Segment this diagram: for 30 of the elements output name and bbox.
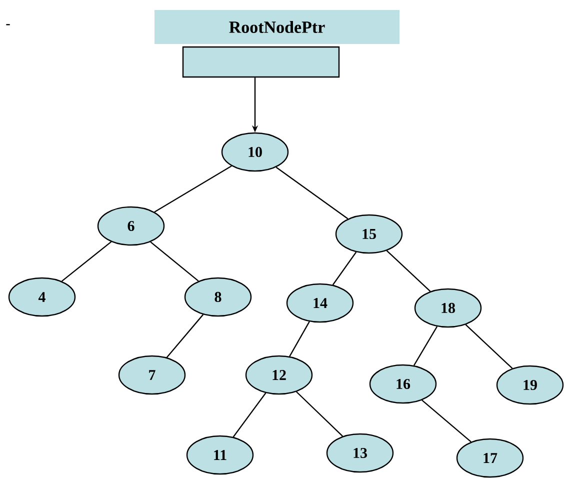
tree-node: 12	[245, 355, 313, 395]
tree-node: 11	[186, 435, 254, 475]
pointer-box	[182, 46, 340, 78]
dash-mark: -	[6, 24, 10, 26]
tree-edge	[154, 166, 232, 212]
tree-edge	[465, 324, 513, 369]
tree-node: 7	[118, 355, 186, 395]
tree-node: 14	[286, 283, 354, 323]
tree-edge	[232, 392, 266, 438]
tree-edge	[422, 400, 472, 442]
tree-node: 13	[326, 433, 394, 473]
tree-edge	[276, 166, 348, 220]
tree-node: 16	[369, 364, 437, 404]
tree-edge	[413, 326, 438, 366]
tree-node: 18	[414, 288, 482, 328]
tree-node: 8	[184, 277, 252, 317]
tree-edge	[166, 314, 204, 358]
tree-edge	[150, 241, 199, 282]
tree-edge	[61, 241, 112, 282]
tree-node: 4	[8, 277, 76, 317]
tree-node: 15	[335, 214, 403, 254]
tree-edge	[296, 391, 344, 437]
tree-edge	[289, 321, 310, 357]
tree-node: 10	[221, 132, 289, 172]
tree-edge	[332, 252, 357, 286]
tree-node: 19	[496, 365, 564, 405]
band-heading: RootNodePtr	[154, 10, 400, 44]
tree-edge	[386, 250, 431, 292]
tree-node: 17	[456, 438, 524, 478]
tree-node: 6	[97, 206, 165, 246]
